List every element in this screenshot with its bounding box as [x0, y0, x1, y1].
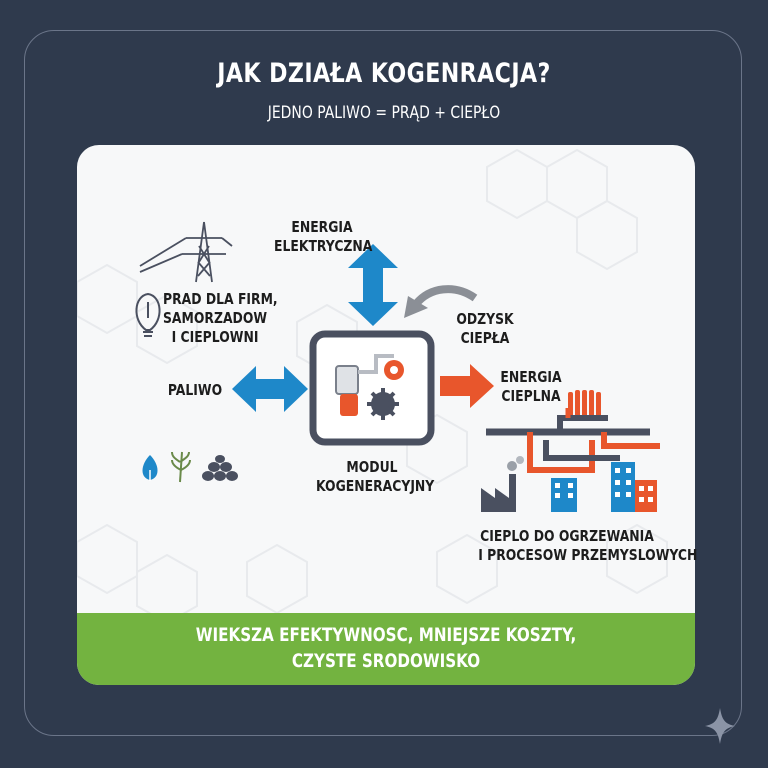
label-energia-elektryczna: ENERGIA ELEKTRYCZNA [274, 218, 373, 255]
sparkle-icon [705, 708, 735, 744]
factory-icon [481, 456, 524, 512]
page-title: JAK DZIAŁA KOGENRACJA? [217, 58, 551, 89]
light-bulb-icon [135, 292, 161, 337]
buildings-icon [551, 462, 657, 512]
banner-line-2: CZYSTE SRODOWISKO [291, 651, 481, 672]
heat-energy-arrow [440, 364, 494, 408]
cogeneration-module-icon [309, 330, 435, 446]
fuel-icons [142, 451, 238, 483]
power-pylon-icon [139, 221, 233, 283]
label-cieplo-do-ogrzewania: CIEPLO DO OGRZEWANIA I PROCESOW PRZEMYSL… [478, 527, 698, 564]
page-subtitle: JEDNO PALIWO = PRĄD + CIEPŁO [267, 103, 501, 123]
heat-pipes [486, 408, 660, 473]
label-paliwo: PALIWO [167, 381, 223, 399]
electric-energy-arrow [348, 244, 398, 326]
fuel-arrow [232, 366, 308, 412]
outer-frame [24, 30, 742, 736]
radiator-icon [568, 390, 601, 418]
label-prad-dla-firm: PRAD DLA FIRM, SAMORZADOW I CIEPLOWNI [163, 290, 278, 346]
heat-recovery-arrow [404, 285, 478, 318]
benefits-banner: WIEKSZA EFEKTYWNOSC, MNIEJSZE KOSZTY, CZ… [77, 613, 695, 685]
label-odzysk-ciepla: ODZYSK CIEPŁA [456, 310, 514, 347]
label-modul-kogeneracyjny: MODUL KOGENERACYJNY [316, 458, 435, 495]
banner-line-1: WIEKSZA EFEKTYWNOSC, MNIEJSZE KOSZTY, [195, 625, 577, 646]
label-energia-cieplna: ENERGIA CIEPLNA [500, 368, 562, 405]
